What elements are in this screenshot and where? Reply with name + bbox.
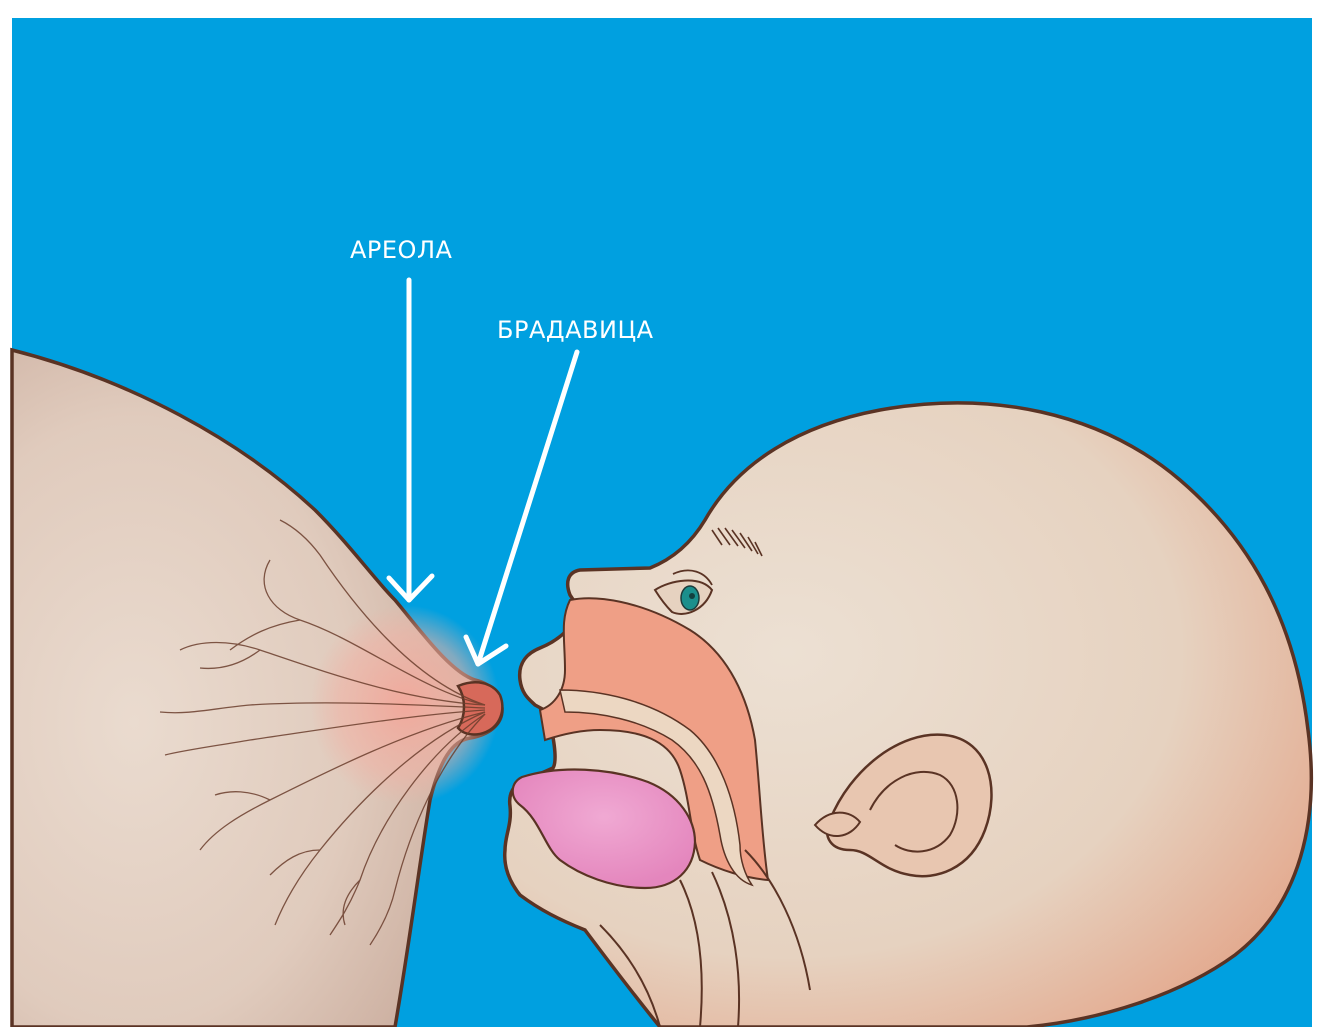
areola-label: АРЕОЛА xyxy=(350,236,452,264)
nipple-label: БРАДАВИЦА xyxy=(497,316,654,344)
